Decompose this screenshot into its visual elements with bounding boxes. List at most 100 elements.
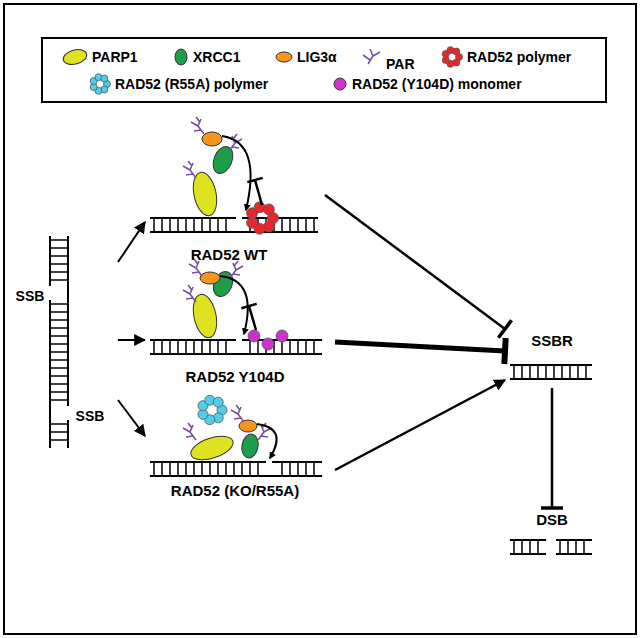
base-pair bbox=[313, 462, 315, 476]
base-pair bbox=[249, 340, 251, 354]
node-label: DSB bbox=[536, 511, 568, 529]
base-pair bbox=[169, 462, 171, 476]
base-pair bbox=[305, 340, 307, 354]
base-pair bbox=[50, 255, 68, 257]
node-label: RAD52 WT bbox=[191, 246, 268, 264]
connector-line bbox=[335, 380, 505, 470]
base-pair bbox=[513, 365, 515, 379]
base-pair bbox=[305, 462, 307, 476]
xrcc1-protein bbox=[240, 433, 260, 459]
base-pair bbox=[185, 462, 187, 476]
inhibition-bar bbox=[504, 338, 505, 364]
base-pair bbox=[529, 540, 531, 554]
strand bbox=[510, 539, 546, 541]
base-pair bbox=[193, 340, 195, 354]
base-pair bbox=[257, 462, 259, 476]
base-pair bbox=[50, 335, 68, 337]
base-pair bbox=[217, 218, 219, 232]
legend-label: RAD52 (Y104D) monomer bbox=[352, 75, 522, 93]
dna-strand bbox=[150, 462, 322, 476]
base-pair bbox=[537, 365, 539, 379]
dna-lesion-group: SSBSSB bbox=[12, 230, 118, 452]
base-pair bbox=[50, 391, 68, 393]
connector-line bbox=[118, 222, 145, 262]
par-chain bbox=[230, 261, 243, 278]
dna-strand bbox=[510, 365, 592, 379]
base-pair bbox=[305, 218, 307, 232]
lig3-protein bbox=[200, 272, 220, 284]
base-pair bbox=[569, 365, 571, 379]
figure-frame bbox=[4, 4, 636, 634]
base-pair bbox=[583, 540, 585, 554]
node-label: SSBR bbox=[531, 332, 573, 350]
base-pair bbox=[575, 540, 577, 554]
base-pair bbox=[209, 340, 211, 354]
legend-label: RAD52 (R55A) polymer bbox=[115, 75, 268, 93]
base-pair bbox=[50, 439, 68, 441]
strand bbox=[49, 236, 51, 286]
base-pair bbox=[50, 351, 68, 353]
complex-group: RAD52 Y104D bbox=[145, 268, 335, 388]
base-pair bbox=[201, 462, 203, 476]
ring-subunit bbox=[213, 397, 223, 407]
strand bbox=[150, 353, 322, 355]
base-pair bbox=[153, 340, 155, 354]
outcome-group: DSB bbox=[505, 508, 600, 560]
base-pair bbox=[201, 218, 203, 232]
strand bbox=[150, 461, 266, 463]
legend-swatch bbox=[90, 74, 110, 95]
legend-label: LIG3α bbox=[297, 48, 337, 66]
base-pair bbox=[537, 540, 539, 554]
ring-subunit bbox=[263, 204, 274, 215]
outcome-group: SSBR bbox=[505, 325, 600, 388]
base-pair bbox=[50, 367, 68, 369]
legend-label: XRCC1 bbox=[193, 48, 240, 66]
base-pair bbox=[281, 218, 283, 232]
base-pair bbox=[521, 365, 523, 379]
activity-arrow bbox=[222, 136, 251, 210]
parp1-protein bbox=[188, 432, 236, 465]
base-pair bbox=[289, 340, 291, 354]
base-pair bbox=[169, 218, 171, 232]
strand bbox=[150, 231, 318, 233]
complex-group: RAD52 WT bbox=[145, 120, 325, 266]
base-pair bbox=[529, 365, 531, 379]
base-pair bbox=[50, 247, 68, 249]
base-pair bbox=[201, 340, 203, 354]
legend-swatch bbox=[175, 49, 187, 65]
connector bbox=[118, 222, 145, 262]
dna-strand bbox=[510, 540, 546, 554]
rad52-monomer bbox=[262, 338, 274, 350]
par-chain bbox=[229, 134, 242, 151]
node-label: RAD52 Y104D bbox=[186, 368, 285, 386]
node-label: SSB bbox=[16, 287, 45, 305]
legend-swatch bbox=[363, 49, 380, 64]
inhibition-bar bbox=[498, 320, 511, 338]
base-pair bbox=[177, 340, 179, 354]
base-pair bbox=[257, 340, 259, 354]
dna-strand bbox=[150, 340, 322, 354]
inhibition-bar bbox=[541, 506, 563, 510]
inhibition-mark bbox=[247, 178, 262, 205]
base-pair bbox=[177, 462, 179, 476]
base-pair bbox=[281, 462, 283, 476]
connector-line bbox=[325, 195, 505, 329]
par-chain bbox=[191, 117, 204, 134]
base-pair bbox=[50, 343, 68, 345]
base-pair bbox=[153, 218, 155, 232]
base-pair bbox=[161, 340, 163, 354]
connector bbox=[541, 388, 563, 508]
base-pair bbox=[561, 365, 563, 379]
lig3-protein bbox=[202, 132, 222, 146]
rad52-monomer bbox=[248, 330, 260, 342]
connector-line bbox=[335, 342, 505, 351]
base-pair bbox=[50, 431, 68, 433]
base-pair bbox=[225, 340, 227, 354]
base-pair bbox=[177, 218, 179, 232]
xrcc1-protein bbox=[209, 144, 236, 177]
base-pair bbox=[297, 462, 299, 476]
strand bbox=[556, 539, 592, 541]
base-pair bbox=[233, 462, 235, 476]
dna-strand bbox=[50, 236, 68, 448]
